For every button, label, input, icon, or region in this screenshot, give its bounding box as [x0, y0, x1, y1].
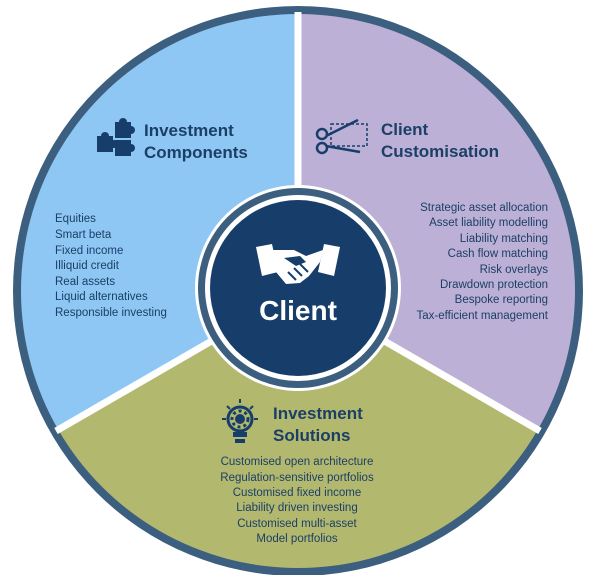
puzzle-icon: [97, 118, 135, 156]
components-item: Equities: [55, 213, 96, 225]
solutions-item: Customised multi-asset: [237, 518, 357, 530]
solutions-item: Customised fixed income: [233, 487, 361, 499]
solutions-item: Regulation-sensitive portfolios: [220, 472, 374, 484]
solutions-item: Model portfolios: [256, 533, 337, 545]
customisation-item: Risk overlays: [480, 264, 549, 276]
scissors-icon: [315, 118, 368, 155]
components-item: Real assets: [55, 276, 115, 288]
components-item: Liquid alternatives: [55, 291, 148, 303]
solutions-list: Customised open architecture Regulation-…: [220, 456, 374, 545]
customisation-item: Cash flow matching: [448, 248, 548, 260]
solutions-item: Liability driven investing: [236, 502, 357, 514]
solutions-title-line1: Investment: [273, 404, 363, 423]
customisation-item: Asset liability modelling: [429, 217, 548, 229]
customisation-title-line1: Client: [381, 120, 429, 139]
components-title-line1: Investment: [144, 121, 234, 140]
solutions-title-line2: Solutions: [273, 426, 350, 445]
components-item: Responsible investing: [55, 307, 167, 319]
customisation-list: Strategic asset allocation Asset liabili…: [417, 202, 549, 322]
components-list: Equities Smart beta Fixed income Illiqui…: [55, 213, 167, 319]
center-circle: [210, 200, 386, 376]
lightbulb-gear-icon: [222, 399, 258, 443]
components-item: Smart beta: [55, 229, 112, 241]
components-item: Fixed income: [55, 245, 123, 257]
customisation-item: Tax-efficient management: [417, 310, 549, 322]
customisation-item: Bespoke reporting: [455, 294, 548, 306]
center-label: Client: [259, 295, 337, 326]
customisation-item: Drawdown protection: [440, 279, 548, 291]
customisation-title-line2: Customisation: [381, 142, 499, 161]
solutions-item: Customised open architecture: [221, 456, 374, 468]
customisation-item: Strategic asset allocation: [420, 202, 548, 214]
components-item: Illiquid credit: [55, 260, 120, 272]
customisation-item: Liability matching: [460, 233, 548, 245]
handshake-icon: [256, 244, 340, 284]
components-title-line2: Components: [144, 143, 248, 162]
